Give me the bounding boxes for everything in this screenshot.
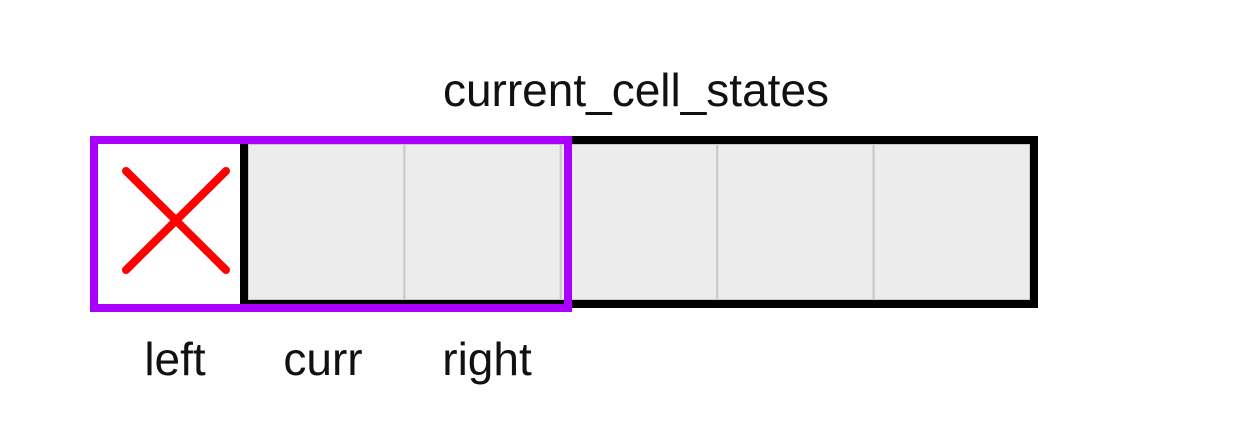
array-cell xyxy=(247,143,406,301)
x-mark-icon xyxy=(122,167,230,274)
array-border xyxy=(240,136,1038,308)
array-title: current_cell_states xyxy=(443,64,829,116)
array-cell xyxy=(559,143,719,301)
right-label: right xyxy=(442,333,532,385)
neighborhood-window xyxy=(90,136,572,312)
cell-array xyxy=(247,143,1031,301)
left-label: left xyxy=(144,333,206,385)
array-cell xyxy=(403,143,562,301)
array-cell xyxy=(872,143,1031,301)
array-cell xyxy=(716,143,875,301)
curr-label: curr xyxy=(283,333,362,385)
